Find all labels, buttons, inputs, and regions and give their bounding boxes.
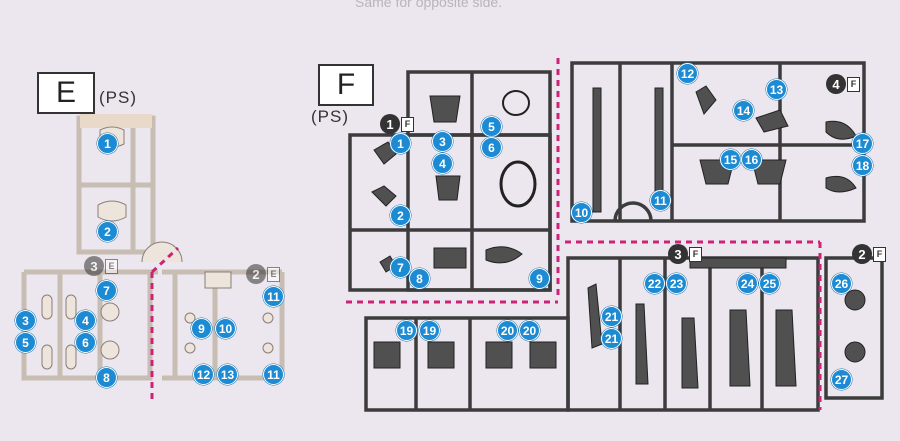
part-badge: 27 [831, 369, 852, 390]
part-badge: 19 [396, 320, 417, 341]
dashed-dividers [150, 58, 822, 410]
part-badge: 6 [481, 137, 502, 158]
part-badge: 11 [263, 364, 284, 385]
part-badge: 13 [766, 79, 787, 100]
part-badge: 7 [96, 280, 117, 301]
part-badge: 11 [650, 190, 671, 211]
part-badge: 12 [677, 63, 698, 84]
part-badge: 10 [215, 318, 236, 339]
part-badge: 25 [759, 273, 780, 294]
sprue-tag-num: 1 [380, 114, 400, 134]
sprue-tag-letter: E [267, 266, 280, 282]
runner-e-tab [80, 114, 152, 128]
runner-f-frame [348, 61, 884, 412]
part-badge: 4 [75, 310, 96, 331]
sprue-tag-e2: 2 E [246, 264, 280, 284]
runner-e-label: E [37, 72, 95, 114]
part-badge: 2 [390, 205, 411, 226]
part-badge: 10 [571, 202, 592, 223]
runner-f-note: (PS) [311, 107, 349, 126]
sprue-tag-num: 3 [668, 244, 688, 264]
runner-e-note: (PS) [99, 88, 137, 107]
part-badge: 9 [529, 268, 550, 289]
part-badge: 5 [481, 116, 502, 137]
part-badge: 17 [852, 133, 873, 154]
sprue-tag-letter: F [401, 116, 414, 132]
part-badge: 26 [831, 273, 852, 294]
part-badge: 3 [15, 310, 36, 331]
part-badge: 14 [733, 100, 754, 121]
sprue-tag-letter: F [847, 76, 860, 92]
sprue-tag-f2: 2 F [852, 244, 886, 264]
part-badge: 1 [390, 133, 411, 154]
part-badge: 8 [409, 268, 430, 289]
part-badge: 12 [193, 364, 214, 385]
sprue-tag-f3: 3 F [668, 244, 702, 264]
part-badge: 7 [390, 257, 411, 278]
part-badge: 21 [601, 306, 622, 327]
part-badge: 20 [519, 320, 540, 341]
part-badge: 13 [217, 364, 238, 385]
top-note-text: Same for opposite side. [355, 0, 503, 10]
runner-f-label: F [318, 64, 374, 106]
runner-e-parts [41, 126, 274, 370]
part-badge: 5 [15, 332, 36, 353]
sprue-tag-num: 4 [826, 74, 846, 94]
part-badge: 4 [432, 153, 453, 174]
part-badge: 3 [432, 131, 453, 152]
part-badge: 1 [97, 133, 118, 154]
sprue-tag-e3: 3 E [84, 256, 118, 276]
sprue-tag-num: 2 [246, 264, 266, 284]
part-badge: 22 [644, 273, 665, 294]
part-badge: 6 [75, 332, 96, 353]
sprue-tag-f4: 4 F [826, 74, 860, 94]
sprue-tag-letter: F [689, 246, 702, 262]
part-badge: 2 [97, 221, 118, 242]
part-badge: 16 [741, 149, 762, 170]
sprue-tag-letter: F [873, 246, 886, 262]
part-badge: 8 [96, 367, 117, 388]
part-badge: 20 [497, 320, 518, 341]
part-badge: 18 [852, 155, 873, 176]
runner-f-parts [371, 85, 866, 389]
sprue-tag-num: 3 [84, 256, 104, 276]
part-badge: 15 [720, 149, 741, 170]
part-badge: 21 [601, 328, 622, 349]
sprue-tag-f1: 1 F [380, 114, 414, 134]
runner-f-letter: F [336, 68, 356, 101]
part-badge: 19 [419, 320, 440, 341]
sprue-tag-num: 2 [852, 244, 872, 264]
part-badge: 11 [263, 286, 284, 307]
part-badge: 9 [191, 318, 212, 339]
runner-e-letter: E [55, 76, 76, 109]
sprue-tag-letter: E [105, 258, 118, 274]
part-badge: 24 [737, 273, 758, 294]
part-badge: 23 [666, 273, 687, 294]
